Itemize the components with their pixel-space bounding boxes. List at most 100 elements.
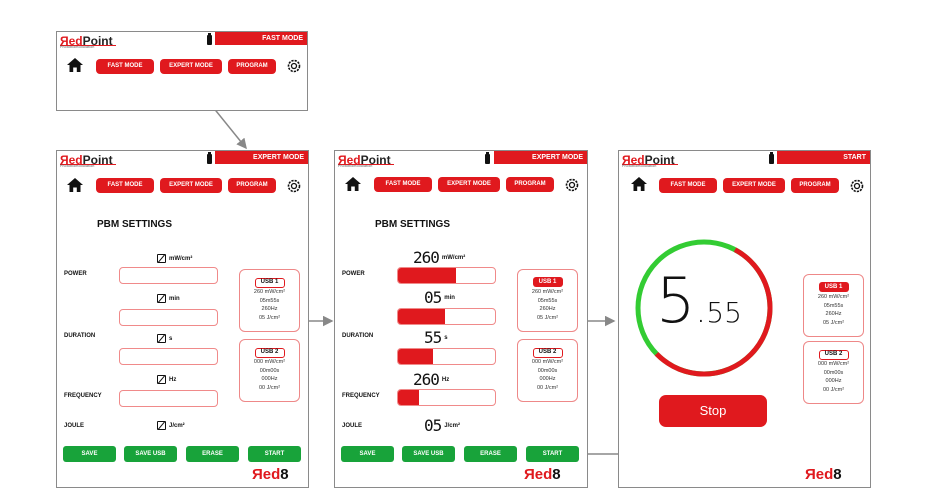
usb1-badge: USB 1	[254, 278, 285, 288]
duration-label: DURATION	[64, 333, 96, 339]
red8-brand: Яed8	[805, 466, 842, 483]
seconds-slider[interactable]	[397, 348, 496, 365]
null-value-icon	[157, 375, 166, 384]
power-label: POWER	[342, 271, 365, 277]
start-button[interactable]: START	[248, 446, 301, 462]
fast-mode-button[interactable]: FAST MODE	[374, 177, 432, 192]
mode-bar: START	[777, 151, 870, 164]
redpoint-logo: ЯedPoint Photobiomodulation	[60, 152, 116, 168]
duration-slider[interactable]	[397, 308, 496, 325]
timer-display: 5.55	[656, 266, 742, 336]
power-field[interactable]	[119, 267, 218, 284]
power-slider[interactable]	[397, 267, 496, 284]
usb1-badge: USB 1	[818, 282, 849, 292]
gear-icon[interactable]	[849, 178, 865, 194]
erase-button[interactable]: ERASE	[464, 446, 517, 462]
expert-mode-button[interactable]: EXPERT MODE	[160, 178, 222, 193]
home-icon[interactable]	[631, 177, 647, 191]
redpoint-logo: ЯedPoint Photobiomodulation	[622, 152, 678, 168]
null-value-icon	[157, 294, 166, 303]
erase-button[interactable]: ERASE	[186, 446, 239, 462]
fast-mode-button[interactable]: FAST MODE	[96, 59, 154, 74]
null-value-icon	[157, 334, 166, 343]
fast-mode-button[interactable]: FAST MODE	[96, 178, 154, 193]
save-button[interactable]: SAVE	[63, 446, 116, 462]
frequency-slider[interactable]	[397, 389, 496, 406]
null-value-icon	[157, 421, 166, 430]
null-value-icon	[157, 254, 166, 263]
stop-button[interactable]: Stop	[659, 395, 767, 427]
page-title: PBM SETTINGS	[375, 219, 451, 230]
gear-icon[interactable]	[564, 177, 580, 193]
expert-mode-button[interactable]: EXPERT MODE	[723, 178, 785, 193]
expert-mode-button[interactable]: EXPERT MODE	[160, 59, 222, 74]
frequency-label: FREQUENCY	[64, 393, 102, 399]
joule-label: JOULE	[64, 423, 85, 429]
fast-mode-button[interactable]: FAST MODE	[659, 178, 717, 193]
save-usb-button[interactable]: SAVE USB	[402, 446, 455, 462]
gear-icon[interactable]	[286, 58, 302, 74]
battery-icon	[207, 152, 212, 164]
save-usb-button[interactable]: SAVE USB	[124, 446, 177, 462]
program-button[interactable]: PROGRAM	[791, 178, 839, 193]
frequency-field[interactable]	[119, 390, 218, 407]
duration-fill	[398, 309, 445, 324]
seconds-field[interactable]	[119, 348, 218, 365]
power-unit: mW/cm²	[157, 254, 192, 263]
timer-seconds: 55	[706, 296, 742, 329]
page-title: PBM SETTINGS	[97, 219, 173, 230]
power-fill	[398, 268, 457, 283]
battery-icon	[769, 152, 774, 164]
redpoint-logo: ЯedPoint Photobiomodulation	[60, 33, 116, 49]
screen-expert-empty: ЯedPoint Photobiomodulation EXPERT MODE …	[56, 150, 309, 488]
usb1-badge: USB 1	[532, 277, 563, 287]
timer-ring	[635, 239, 773, 377]
gear-icon[interactable]	[286, 178, 302, 194]
seconds-fill	[398, 349, 433, 364]
program-button[interactable]: PROGRAM	[228, 59, 276, 74]
joule-label: JOULE	[342, 423, 363, 429]
screen-fast-mode-header: ЯedPoint Photobiomodulation FAST MODE FA…	[56, 31, 308, 111]
screen-expert-filled: ЯedPoint Photobiomodulation EXPERT MODE …	[334, 150, 588, 488]
duration-label: DURATION	[342, 333, 374, 339]
battery-icon	[485, 152, 490, 164]
program-button[interactable]: PROGRAM	[228, 178, 276, 193]
save-button[interactable]: SAVE	[341, 446, 394, 462]
red8-brand: Яed8	[524, 466, 561, 483]
mode-bar: EXPERT MODE	[494, 151, 587, 164]
duration-unit: min	[157, 294, 180, 303]
expert-mode-button[interactable]: EXPERT MODE	[438, 177, 500, 192]
frequency-fill	[398, 390, 420, 405]
timer-minutes: 5	[656, 264, 696, 337]
home-icon[interactable]	[345, 177, 361, 191]
home-icon[interactable]	[67, 58, 83, 72]
program-button[interactable]: PROGRAM	[506, 177, 554, 192]
joule-unit: J/cm²	[157, 421, 185, 430]
mode-bar: FAST MODE	[215, 32, 307, 45]
redpoint-logo: ЯedPoint Photobiomodulation	[338, 152, 394, 168]
start-button[interactable]: START	[526, 446, 579, 462]
battery-icon	[207, 33, 212, 45]
red8-brand: Яed8	[252, 466, 289, 483]
seconds-unit: s	[157, 334, 172, 343]
mode-bar: EXPERT MODE	[215, 151, 308, 164]
frequency-unit: Hz	[157, 375, 176, 384]
usb2-badge: USB 2	[532, 348, 563, 358]
duration-field[interactable]	[119, 309, 218, 326]
frequency-label: FREQUENCY	[342, 393, 380, 399]
home-icon[interactable]	[67, 178, 83, 192]
timer-dot: .	[695, 291, 707, 331]
screen-running: ЯedPoint Photobiomodulation START FAST M…	[618, 150, 871, 488]
usb2-badge: USB 2	[818, 350, 849, 360]
